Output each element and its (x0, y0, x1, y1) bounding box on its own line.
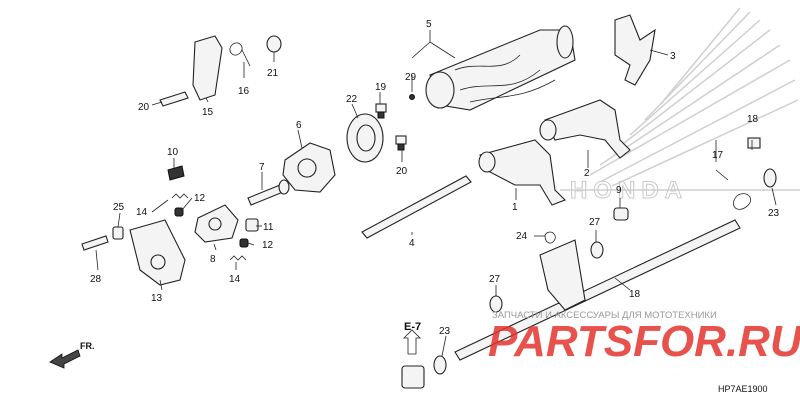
callout-11: 11 (263, 222, 274, 233)
callout-27-lower: 27 (489, 274, 501, 285)
shift-fork-lower (478, 139, 566, 206)
spring-lower (229, 255, 247, 261)
shift-fork-upper (614, 14, 656, 86)
washer (266, 35, 282, 53)
callout-4: 4 (409, 238, 415, 249)
callout-18: 18 (747, 114, 759, 125)
callout-labels: 5 29 22 19 20 6 7 8 11 12 12 10 13 14 14… (90, 19, 780, 337)
callout-1: 1 (512, 202, 518, 213)
callout-25: 22 (346, 94, 358, 105)
pin-bolt (747, 137, 761, 149)
collar (245, 218, 259, 232)
gearshift-guide-plate (129, 219, 186, 286)
callout-23-lower: 23 (439, 326, 451, 337)
spring-pin (715, 169, 729, 181)
pin-upper (174, 207, 184, 217)
callout-8: 8 (210, 254, 216, 265)
watermark-tagline: ЗАПЧАСТИ И АКСЕССУАРЫ ДЛЯ МОТОТЕХНИКИ (492, 310, 717, 321)
retainer-clip (544, 231, 556, 244)
callout-22: 21 (267, 68, 279, 79)
callout-9: 9 (616, 185, 622, 196)
front-direction-label: FR. (80, 341, 95, 351)
callout-24: 24 (516, 231, 528, 242)
pin-lower (239, 238, 249, 248)
shift-drum (425, 25, 576, 111)
callout-10: 10 (167, 147, 179, 158)
callout-14-upper: 14 (136, 207, 148, 218)
callout-5: 5 (426, 19, 432, 30)
stopper-arm (194, 204, 239, 243)
callout-13: 13 (151, 293, 163, 304)
fork-shaft (361, 175, 472, 239)
neutral-switch-lower (395, 135, 407, 151)
flange-bolt-upper (159, 91, 189, 107)
callout-19: 18 (629, 289, 641, 300)
watermark-logo: PARTSFOR.RU (488, 317, 800, 366)
reference-label: E-7 (404, 321, 421, 333)
callout-26: 25 (113, 202, 125, 213)
return-spring (229, 42, 251, 67)
honda-wing-logo (560, 7, 800, 191)
callout-6: 6 (296, 120, 302, 131)
washer-upper (763, 168, 777, 188)
callout-16: 16 (238, 86, 250, 97)
honda-brand-text: HONDA (570, 177, 688, 204)
callout-12-upper: 12 (194, 193, 206, 204)
shift-drum-pin (409, 94, 415, 100)
drum-center-bolt (247, 179, 290, 206)
gearshift-spindle (454, 193, 751, 361)
flange-bolt-lower (81, 235, 109, 251)
callout-17: 17 (712, 150, 724, 161)
callout-14-lower: 14 (229, 274, 241, 285)
guide-plate (167, 165, 185, 181)
oil-seal-upper (590, 241, 604, 259)
callout-15: 15 (202, 107, 214, 118)
collar-small (112, 226, 124, 240)
shift-fork-middle (539, 99, 631, 159)
neutral-switch-upper (375, 103, 387, 119)
callout-20-lower: 20 (396, 166, 408, 177)
callout-3: 3 (670, 51, 676, 62)
oil-seal (346, 113, 384, 163)
callout-12-lower: 12 (262, 240, 274, 251)
callout-28: 28 (90, 274, 102, 285)
callout-29: 29 (405, 72, 417, 83)
callout-21: 20 (138, 102, 150, 113)
callout-23-upper: 23 (768, 208, 780, 219)
callout-27-upper: 27 (589, 217, 601, 228)
spring-upper (171, 193, 189, 199)
shift-collar (613, 207, 629, 221)
washer-lower (433, 355, 447, 375)
callout-20-upper: 19 (375, 82, 387, 93)
drum-center (282, 142, 336, 193)
front-direction-arrow (49, 349, 81, 369)
callout-7: 7 (259, 162, 265, 173)
callout-2: 2 (584, 168, 590, 179)
stopper-plate (192, 35, 223, 101)
reference-block (401, 329, 425, 389)
diagram-code: HP7AE1900 (718, 384, 768, 394)
leader-lines (95, 30, 777, 357)
